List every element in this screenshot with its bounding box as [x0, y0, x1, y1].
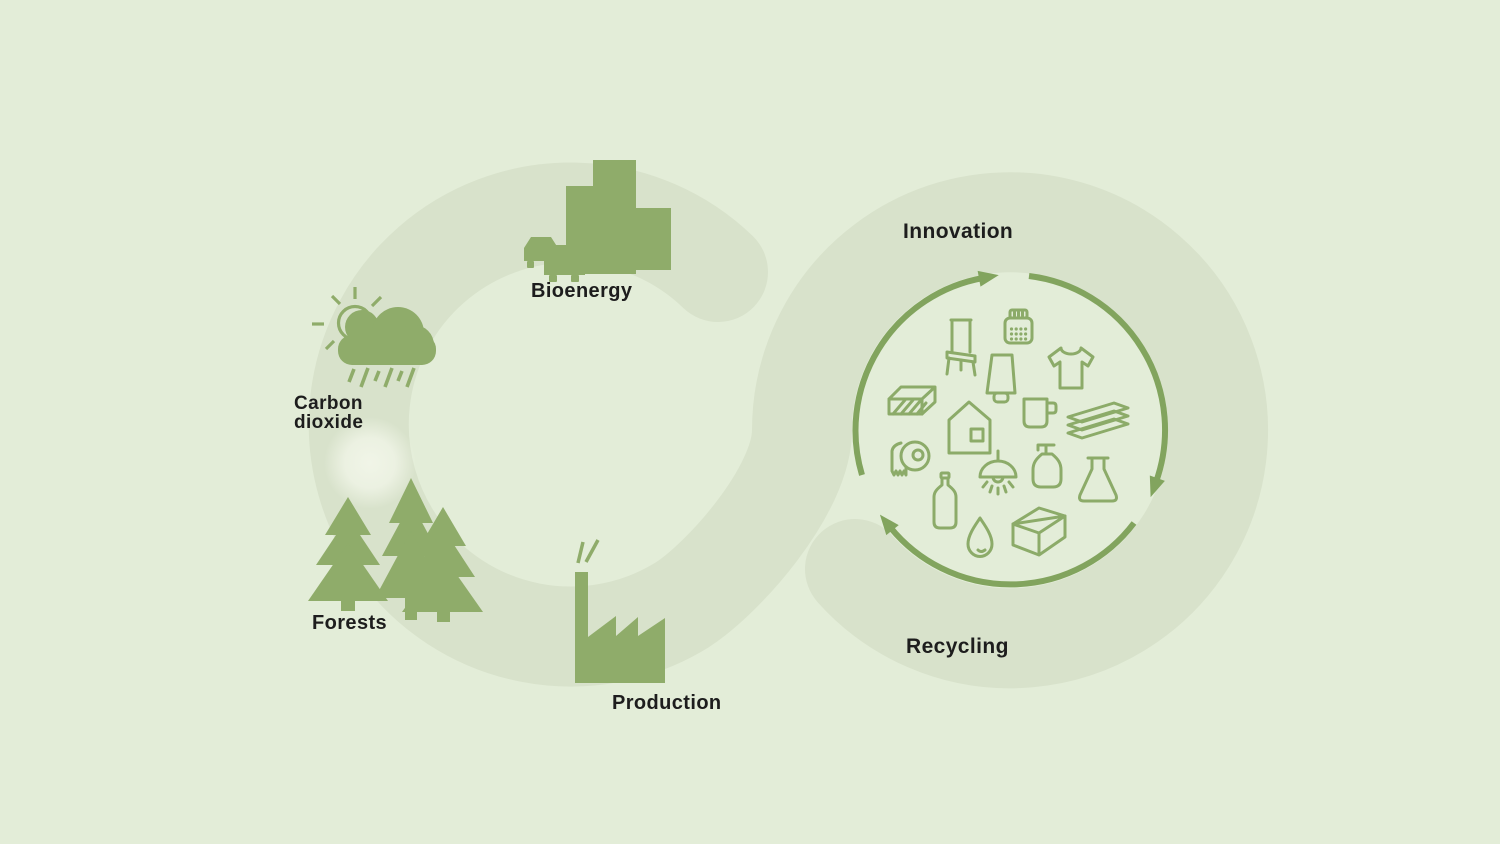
bottle-icon — [932, 471, 958, 530]
pine-trees-icon — [308, 478, 483, 622]
pine-tree — [402, 507, 483, 622]
label-innovation: Innovation — [903, 220, 1014, 243]
label-carbon-dioxide-line1: Carbon — [294, 393, 363, 414]
house-icon — [947, 400, 992, 455]
label-forests: Forests — [312, 612, 388, 634]
label-production: Production — [612, 692, 722, 714]
pendant-lamp-icon — [978, 449, 1018, 496]
water-drop-icon — [966, 516, 994, 558]
label-carbon-dioxide: Carbon dioxide — [294, 394, 363, 432]
sun-cloud-rain-icon — [312, 287, 436, 388]
cars-icon — [524, 237, 585, 282]
soap-pump-icon — [1031, 443, 1063, 489]
label-carbon-dioxide-line2: dioxide — [294, 412, 364, 433]
label-bioenergy: Bioenergy — [531, 280, 633, 302]
toilet-paper-icon — [890, 440, 931, 477]
factory-icon — [575, 539, 665, 683]
timber-plank-icon — [887, 385, 937, 416]
pine-tree — [308, 497, 388, 611]
mug-icon — [1022, 397, 1058, 429]
chair-icon — [945, 318, 977, 377]
flask-icon — [1078, 456, 1118, 503]
paper-stack-icon — [1066, 401, 1130, 440]
label-recycling: Recycling — [906, 635, 1009, 658]
cardboard-box-icon — [1011, 506, 1067, 557]
soft-light-spot — [324, 417, 416, 509]
t-shirt-icon — [1047, 346, 1095, 390]
cosmetic-tube-icon — [985, 353, 1017, 404]
jar-icon — [1003, 308, 1034, 345]
city-buildings-icon — [566, 160, 671, 274]
recycle-arrows-icon — [852, 270, 1169, 588]
